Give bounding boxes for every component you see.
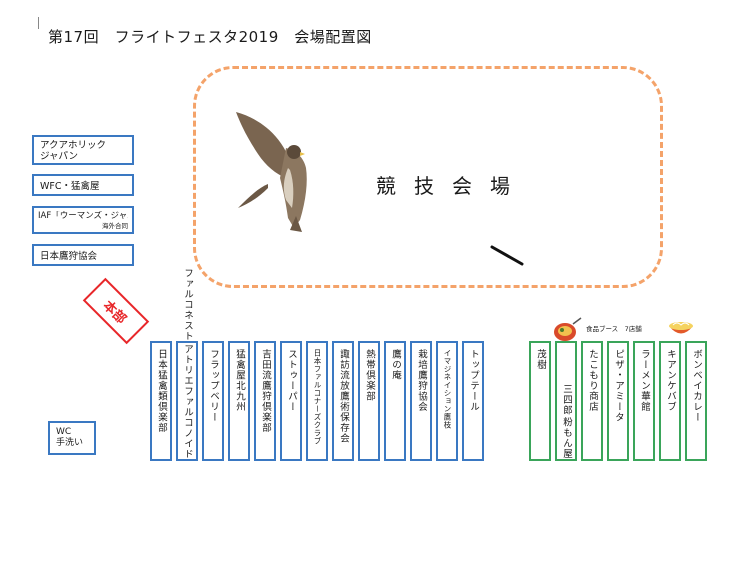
booth-label-line: アトリエファルコノイド xyxy=(182,343,193,460)
food-booth-label: 食品ブース 7店舗 xyxy=(586,325,642,333)
arena-label: 競技会場 xyxy=(376,174,528,198)
booth-label: 栽培鷹狩協会 xyxy=(416,349,427,412)
mark-stroke xyxy=(490,245,524,266)
booth-label: フラップベリー xyxy=(208,349,219,423)
vendor-booth: 鷹の庵 xyxy=(384,341,406,461)
vendor-booth: 吉田流鷹狩倶楽部 xyxy=(254,341,276,461)
vendor-booth: 諏訪流放鷹術保存会 xyxy=(332,341,354,461)
booth-label: たこもり商店 xyxy=(587,349,598,412)
restroom-box: WC 手洗い xyxy=(48,421,96,455)
booth-label: ラーメン華館 xyxy=(639,349,650,412)
vendor-box-line: WFC・猛禽屋 xyxy=(40,181,100,192)
booth-label: 熱帯倶楽部 xyxy=(364,349,375,402)
booth-label: 日本猛禽類倶楽部 xyxy=(156,349,167,433)
booth-label: キアンケバブ xyxy=(665,349,676,412)
booth-label: ピザ・アミータ xyxy=(613,349,624,423)
booth-label: ストゥーパー xyxy=(286,349,297,412)
booth-label: トップテール xyxy=(468,349,479,412)
vendor-booth: イマジネイション鷹枝 xyxy=(436,341,458,461)
vendor-booth: トップテール xyxy=(462,341,484,461)
booth-label: 粉もん屋三四郎 xyxy=(561,349,572,460)
vendor-box-wfc: WFC・猛禽屋 xyxy=(32,174,134,196)
food-icon xyxy=(554,317,582,341)
food-booth: たこもり商店 xyxy=(581,341,603,461)
booth-label: 吉田流鷹狩倶楽部 xyxy=(260,349,271,433)
food-booth: 粉もん屋三四郎 xyxy=(555,341,577,461)
vendor-booth: ストゥーパー xyxy=(280,341,302,461)
booth-label: 諏訪流放鷹術保存会 xyxy=(338,349,349,444)
vendor-box-line: ジャパン xyxy=(40,151,79,162)
text-cursor-mark xyxy=(38,17,39,29)
vendor-booth: 日本ファルコナーズクラブ xyxy=(306,341,328,461)
restroom-sublabel: 手洗い xyxy=(56,438,84,448)
vendor-box-iaf: IAF「ウーマンズ・ジャパン」 海外合同 xyxy=(32,206,134,234)
vendor-box-japan-falconry: 日本鷹狩協会 xyxy=(32,244,134,266)
food-booth: ラーメン華館 xyxy=(633,341,655,461)
vendor-box-line: IAF「ウーマンズ・ジャパン」 xyxy=(38,211,128,221)
booth-label: ボンベイカレー xyxy=(691,349,702,423)
booth-label: アトリエファルコノイドファルコネスト xyxy=(182,268,193,459)
vendor-booth: アトリエファルコノイドファルコネスト xyxy=(176,268,198,461)
falcon-image xyxy=(236,112,307,232)
page-title: 第17回 フライトフェスタ2019 会場配置図 xyxy=(48,28,372,46)
food-booth: ピザ・アミータ xyxy=(607,341,629,461)
booth-label: 鷹の庵 xyxy=(390,349,401,381)
booth-label: 猛禽屋北九州 xyxy=(234,349,245,412)
booth-label-line: 粉もん屋 xyxy=(561,417,572,459)
restroom-label: WC xyxy=(56,427,72,437)
headquarters-box: 本部 xyxy=(82,277,150,345)
vendor-booth: 日本猛禽類倶楽部 xyxy=(150,341,172,461)
food-booth: 茂樹 xyxy=(529,341,551,461)
booth-label-line: 三四郎 xyxy=(561,383,572,416)
noodle-bowl-icon xyxy=(669,322,693,334)
vendor-box-aquaholic: アクアホリック ジャパン xyxy=(32,135,134,165)
vendor-booth: 栽培鷹狩協会 xyxy=(410,341,432,461)
vendor-booth: 熱帯倶楽部 xyxy=(358,341,380,461)
booth-label-line: ファルコネスト xyxy=(182,268,193,342)
vendor-box-line: 日本鷹狩協会 xyxy=(40,251,98,262)
booth-label: 日本ファルコナーズクラブ xyxy=(313,349,322,445)
booth-label: 茂樹 xyxy=(535,349,546,370)
booth-label: イマジネイション鷹枝 xyxy=(443,349,452,429)
food-booth: ボンベイカレー xyxy=(685,341,707,461)
vendor-box-line: アクアホリック xyxy=(40,140,107,151)
food-booth: キアンケバブ xyxy=(659,341,681,461)
competition-area xyxy=(193,66,663,288)
vendor-booth: フラップベリー xyxy=(202,341,224,461)
vendor-booth: 猛禽屋北九州 xyxy=(228,341,250,461)
vendor-box-line: 海外合同 xyxy=(102,222,128,230)
